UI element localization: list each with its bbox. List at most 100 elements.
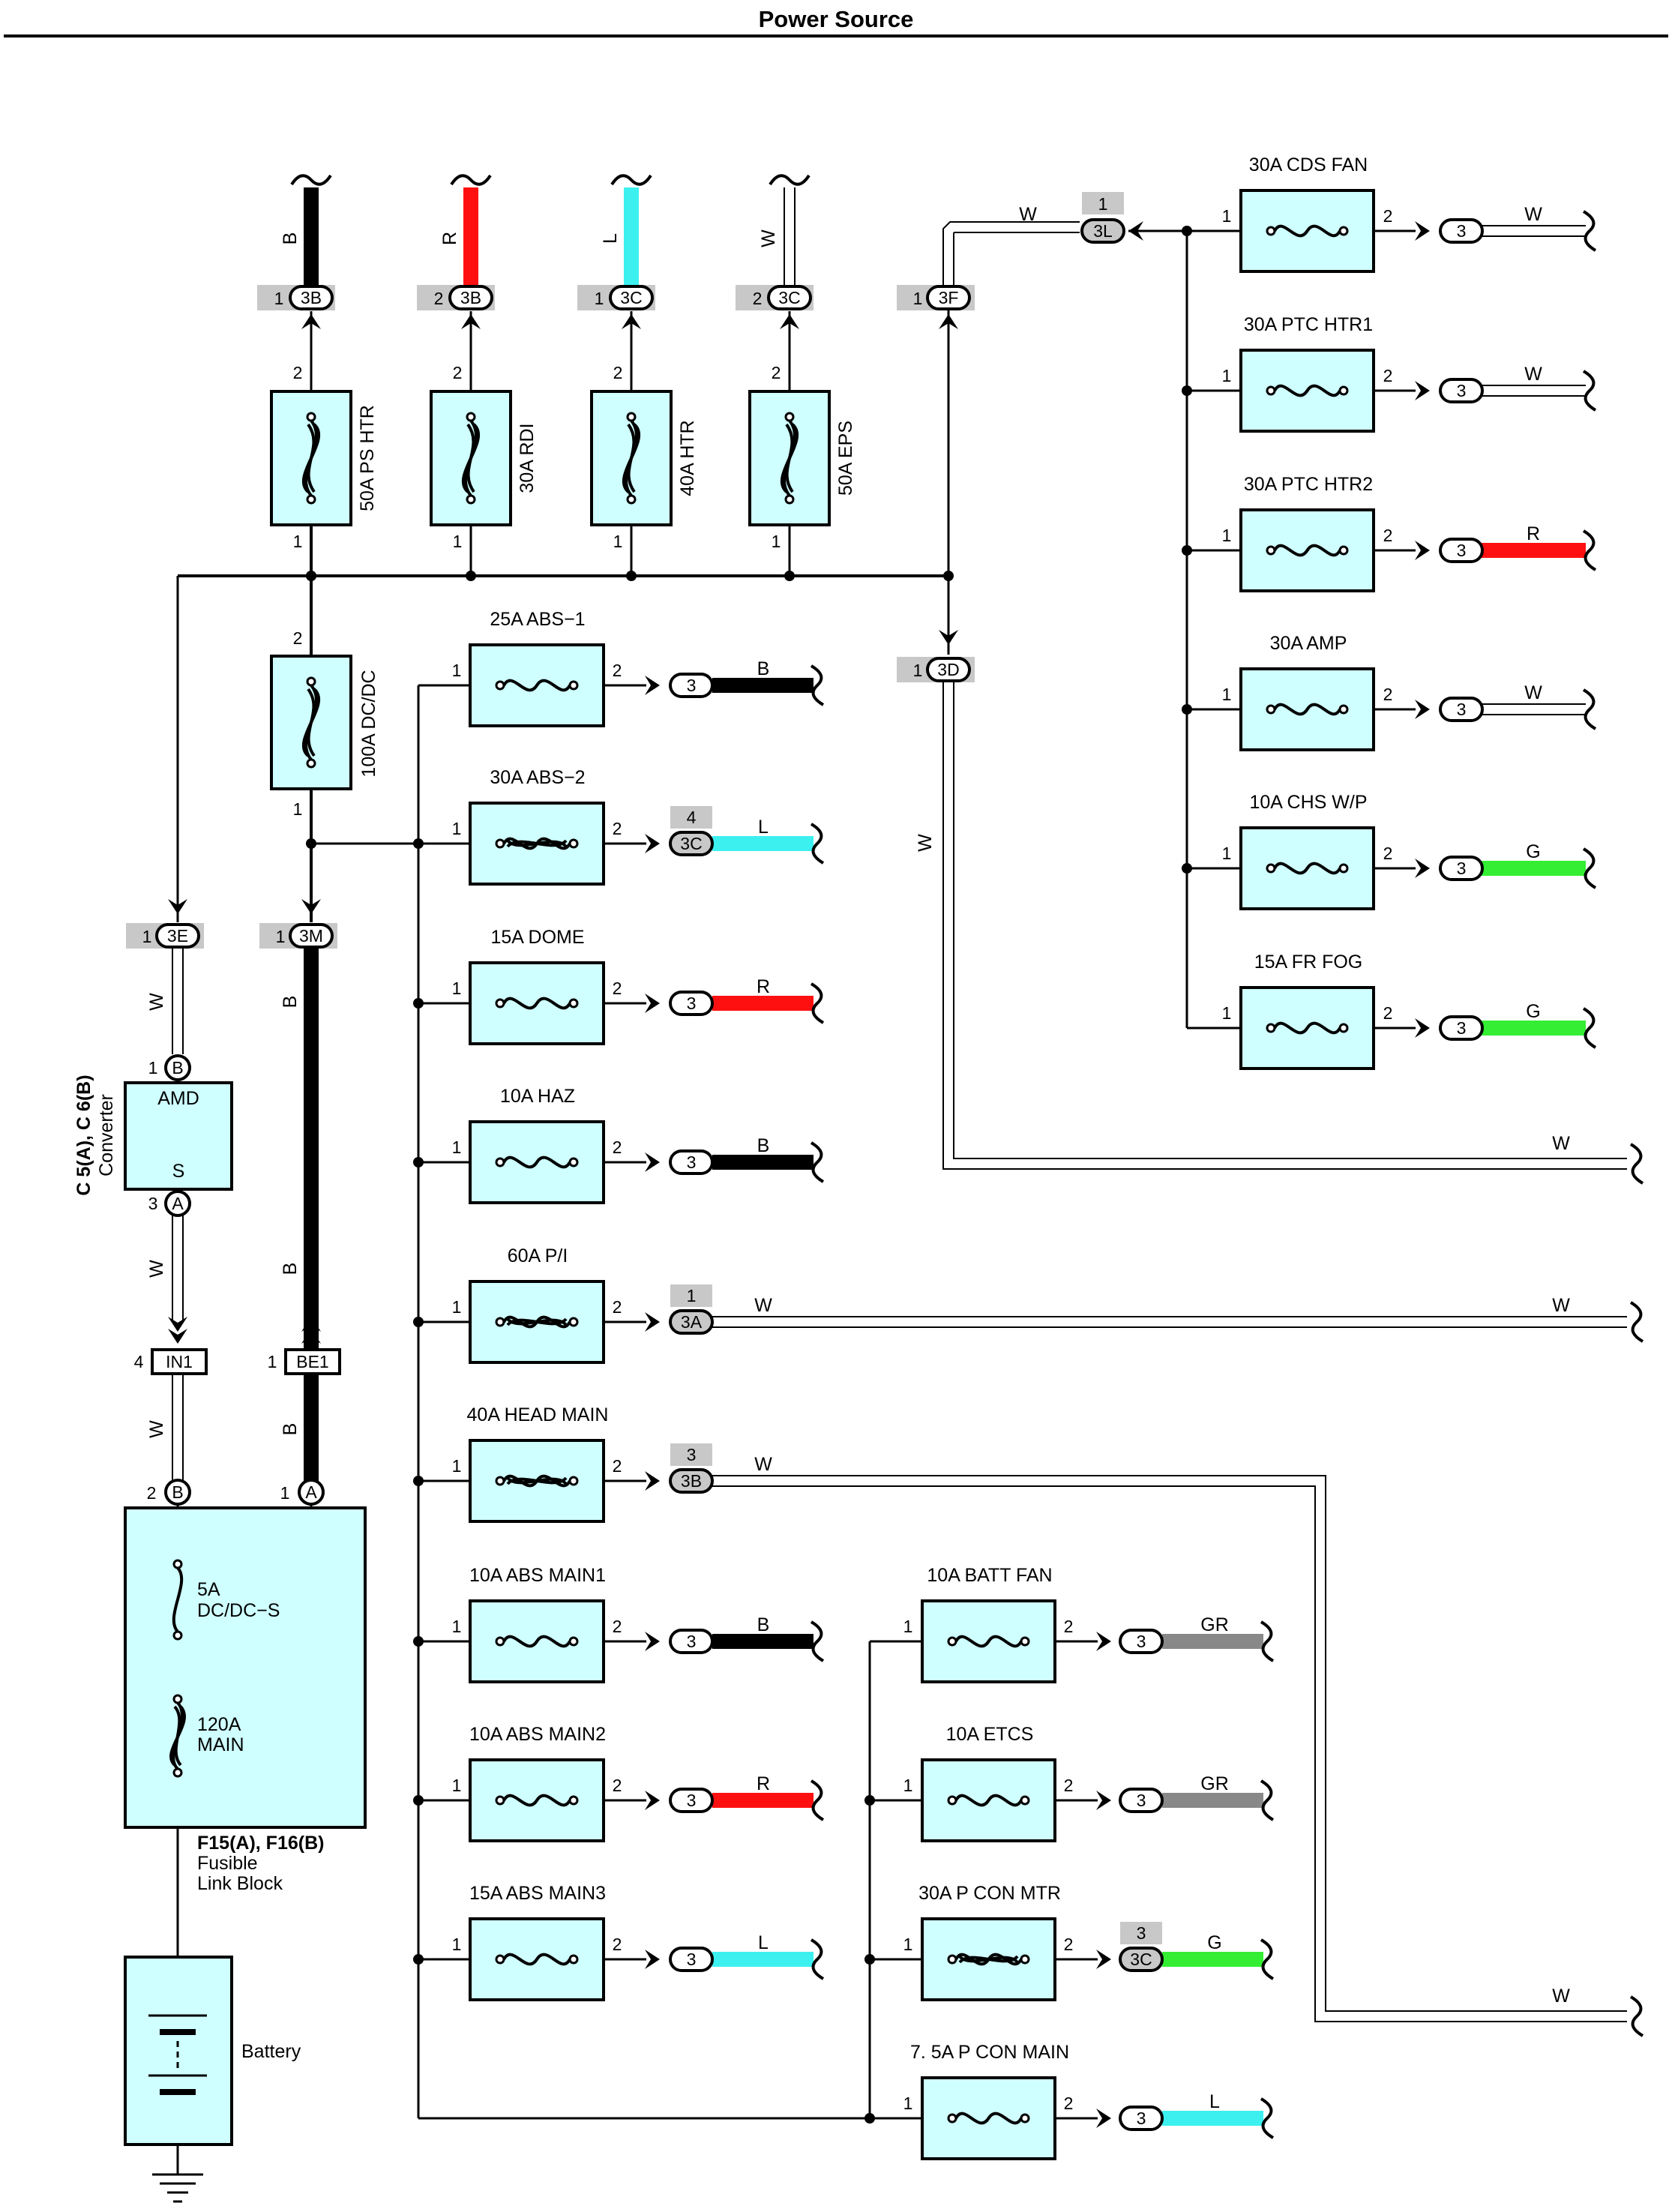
fuse-terminal xyxy=(568,998,579,1009)
conn-in1-pin: 4 xyxy=(134,1352,144,1371)
wire-in1-below-code: W xyxy=(146,1420,167,1438)
conn-3d xyxy=(926,657,971,682)
fuse-30a-p-con-mtr-pin1: 1 xyxy=(903,1935,913,1954)
fuse-60a-p-i-conn-pin: 1 xyxy=(687,1286,697,1305)
block-label: F15(A), F16(B) xyxy=(197,1833,324,1854)
fuse-30a-rdi-arrow xyxy=(461,314,481,329)
fuse-terminal xyxy=(466,494,476,505)
fuse-10a-abs-main1-junction xyxy=(413,1636,424,1647)
fuse-element xyxy=(622,423,641,493)
fuse-terminal xyxy=(495,1157,505,1167)
fuse-30a-ptc-htr1-name: 30A PTC HTR1 xyxy=(1244,314,1373,335)
fuse-50a-eps-connector-id: 3C xyxy=(778,288,800,307)
fuse-15a-abs-main3-pin2: 2 xyxy=(613,1935,622,1954)
fuse-7-5a-p-con-main-wire xyxy=(1162,2111,1263,2126)
fuse-50a-eps-connector xyxy=(767,285,812,310)
conn-3m-arrow xyxy=(301,899,321,914)
fuse-60a-p-i-connector xyxy=(669,1309,714,1335)
fuse-15a-abs-main3-pin1: 1 xyxy=(452,1935,462,1954)
fuse-element xyxy=(1273,1021,1341,1035)
block-pin-a-num: 1 xyxy=(280,1483,290,1503)
fuse-30a-p-con-mtr-pin2: 2 xyxy=(1064,1935,1074,1954)
fuse-15a-fr-fog-connector xyxy=(1439,1015,1484,1041)
fuse-terminal xyxy=(1020,1954,1030,1965)
fuse-10a-haz-pin2: 2 xyxy=(613,1137,622,1157)
fuse-30a-cds-fan-connector-id: 3 xyxy=(1457,221,1467,241)
wire-3m-to-be1 xyxy=(304,947,319,1350)
conn-3f-pin: 1 xyxy=(913,289,923,308)
fuse-10a-abs-main2-junction xyxy=(413,1795,424,1806)
fuse-10a-abs-main1-connector xyxy=(669,1629,714,1654)
fuse-15a-abs-main3-arrow xyxy=(645,1950,660,1969)
wire-end-w2-break xyxy=(1629,1301,1644,1343)
fuse-40a-head-main-wire-core xyxy=(712,1476,1627,2021)
fuse-30a-rdi-wire xyxy=(463,187,478,289)
fuse-10a-etcs-connector xyxy=(1119,1788,1164,1813)
wire-3d-to-right-core xyxy=(944,681,1627,1168)
wire-3m-code: B xyxy=(280,996,301,1009)
fuse-7-5a-p-con-main-pin1: 1 xyxy=(903,2094,913,2113)
fuse-50a-ps-htr-connector-id: 3B xyxy=(301,288,322,307)
fuse-15a-fr-fog-arrow xyxy=(1415,1018,1430,1038)
fuse-element xyxy=(506,1317,568,1326)
fuse-terminal xyxy=(947,2113,957,2124)
fuse-terminal xyxy=(568,1317,579,1327)
conn-3f-id: 3F xyxy=(939,288,959,307)
fuse-10a-etcs-connector-id: 3 xyxy=(1137,1791,1146,1810)
fuse-30a-ptc-htr1-pin1: 1 xyxy=(1222,366,1232,385)
fuse-terminal xyxy=(626,494,637,505)
fuse-10a-haz-connector xyxy=(669,1149,714,1175)
fuse-40a-htr-connector-id: 3C xyxy=(620,288,642,307)
fuse-10a-batt-fan-pin1: 1 xyxy=(903,1617,913,1636)
fuse-terminal xyxy=(1338,863,1349,874)
bus-junction-main xyxy=(306,571,316,581)
fuse-terminal xyxy=(1338,704,1349,715)
fuse-15a-abs-main3-wire-break xyxy=(810,1938,825,1980)
fuse-60a-p-i-pin1: 1 xyxy=(452,1297,462,1317)
wire-layer xyxy=(172,187,1627,2175)
fuse-terminal xyxy=(495,680,505,691)
converter-pin-a-id: A xyxy=(172,1194,184,1213)
fuse-10a-haz-pin1: 1 xyxy=(452,1137,462,1157)
wire-be1-below-code: B xyxy=(280,1423,301,1436)
block-sublabel1: Fusible xyxy=(197,1853,258,1874)
fuse-7-5a-p-con-main-connector-id: 3 xyxy=(1137,2109,1146,2128)
fuse-10a-etcs-junction xyxy=(864,1795,875,1806)
fuse-30a-rdi-connector xyxy=(448,285,493,310)
fuse-10a-chs-w-p-pin2: 2 xyxy=(1383,844,1393,863)
converter-amd: AMD xyxy=(157,1088,199,1109)
fuse-30a-abs-2-connector-id: 3C xyxy=(680,834,702,853)
fuse-50a-ps-htr-pin-top: 2 xyxy=(293,363,303,382)
fuse-50a-ps-htr-wire-code: B xyxy=(280,232,301,245)
fuse-60a-p-i-arrow xyxy=(645,1312,660,1332)
converter-label: C 5(A), C 6(B) xyxy=(73,1075,94,1195)
block-fuse2-rating: 120A xyxy=(197,1714,241,1735)
fuse-10a-abs-main1-name: 10A ABS MAIN1 xyxy=(469,1565,606,1586)
fuse-10a-haz-wire-break xyxy=(810,1141,825,1183)
fuse-terminal xyxy=(1266,545,1276,556)
wire-end-w1: W xyxy=(1552,1133,1570,1154)
fuse-40a-head-main-pin1: 1 xyxy=(452,1456,462,1476)
fuse-terminal xyxy=(947,1795,957,1806)
converter-pin-bottom: 3 xyxy=(148,1194,158,1213)
fuse-10a-abs-main1-pin2: 2 xyxy=(613,1617,622,1636)
fuse-30a-p-con-mtr-wire-code: G xyxy=(1207,1932,1221,1953)
fuse-terminal xyxy=(1020,2113,1030,2124)
fuse-25a-abs-1-connector xyxy=(669,673,714,698)
fuse-10a-chs-w-p-wire-code: G xyxy=(1526,841,1540,862)
fuse-element xyxy=(954,1635,1023,1648)
fuse-15a-dome-pin1: 1 xyxy=(452,979,462,998)
fuse-50a-ps-htr-wire xyxy=(304,187,319,289)
fuse-10a-abs-main2-pin2: 2 xyxy=(613,1776,622,1795)
in1-arrow-1 xyxy=(168,1317,187,1332)
fuse-10a-abs-main2-connector xyxy=(669,1788,714,1813)
fuse-30a-rdi-connector-id: 3B xyxy=(460,288,481,307)
fuse-30a-amp-wire-core xyxy=(1481,705,1586,714)
fuse-30a-cds-fan-name: 30A CDS FAN xyxy=(1249,154,1368,175)
fuse-10a-batt-fan-pin2: 2 xyxy=(1064,1617,1074,1636)
in1-arrow-2 xyxy=(168,1329,187,1344)
fuse-30a-ptc-htr2-name: 30A PTC HTR2 xyxy=(1244,474,1373,495)
fuse-terminal xyxy=(306,494,316,505)
fuse-30a-p-con-mtr-connector xyxy=(1119,1947,1164,1972)
fuse-element xyxy=(502,1953,571,1966)
